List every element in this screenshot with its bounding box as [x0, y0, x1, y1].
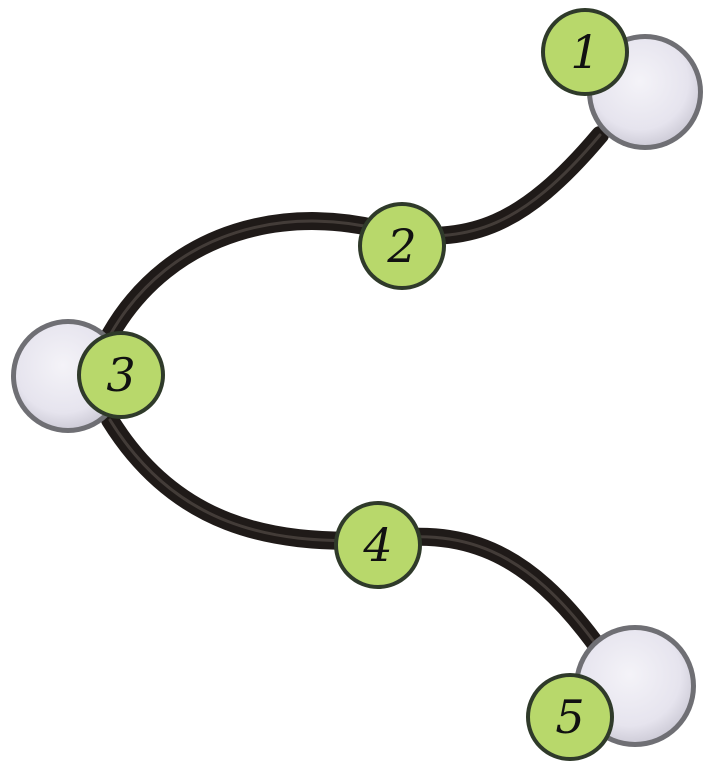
badge-4: 4: [334, 501, 422, 589]
badge-2-label: 2: [386, 219, 416, 273]
tube-segment-upper: [101, 126, 609, 344]
badge-3: 3: [77, 331, 165, 419]
badge-group: 1 2 3 4 5: [77, 8, 629, 761]
badge-5-label: 5: [555, 690, 584, 744]
badge-3-label: 3: [106, 348, 135, 402]
badge-4-label: 4: [362, 518, 392, 572]
badge-1-label: 1: [570, 25, 599, 79]
badge-1: 1: [541, 8, 629, 96]
tube-segment-upper-highlight: [108, 133, 602, 337]
badge-2: 2: [358, 202, 446, 290]
badge-5: 5: [526, 673, 614, 761]
